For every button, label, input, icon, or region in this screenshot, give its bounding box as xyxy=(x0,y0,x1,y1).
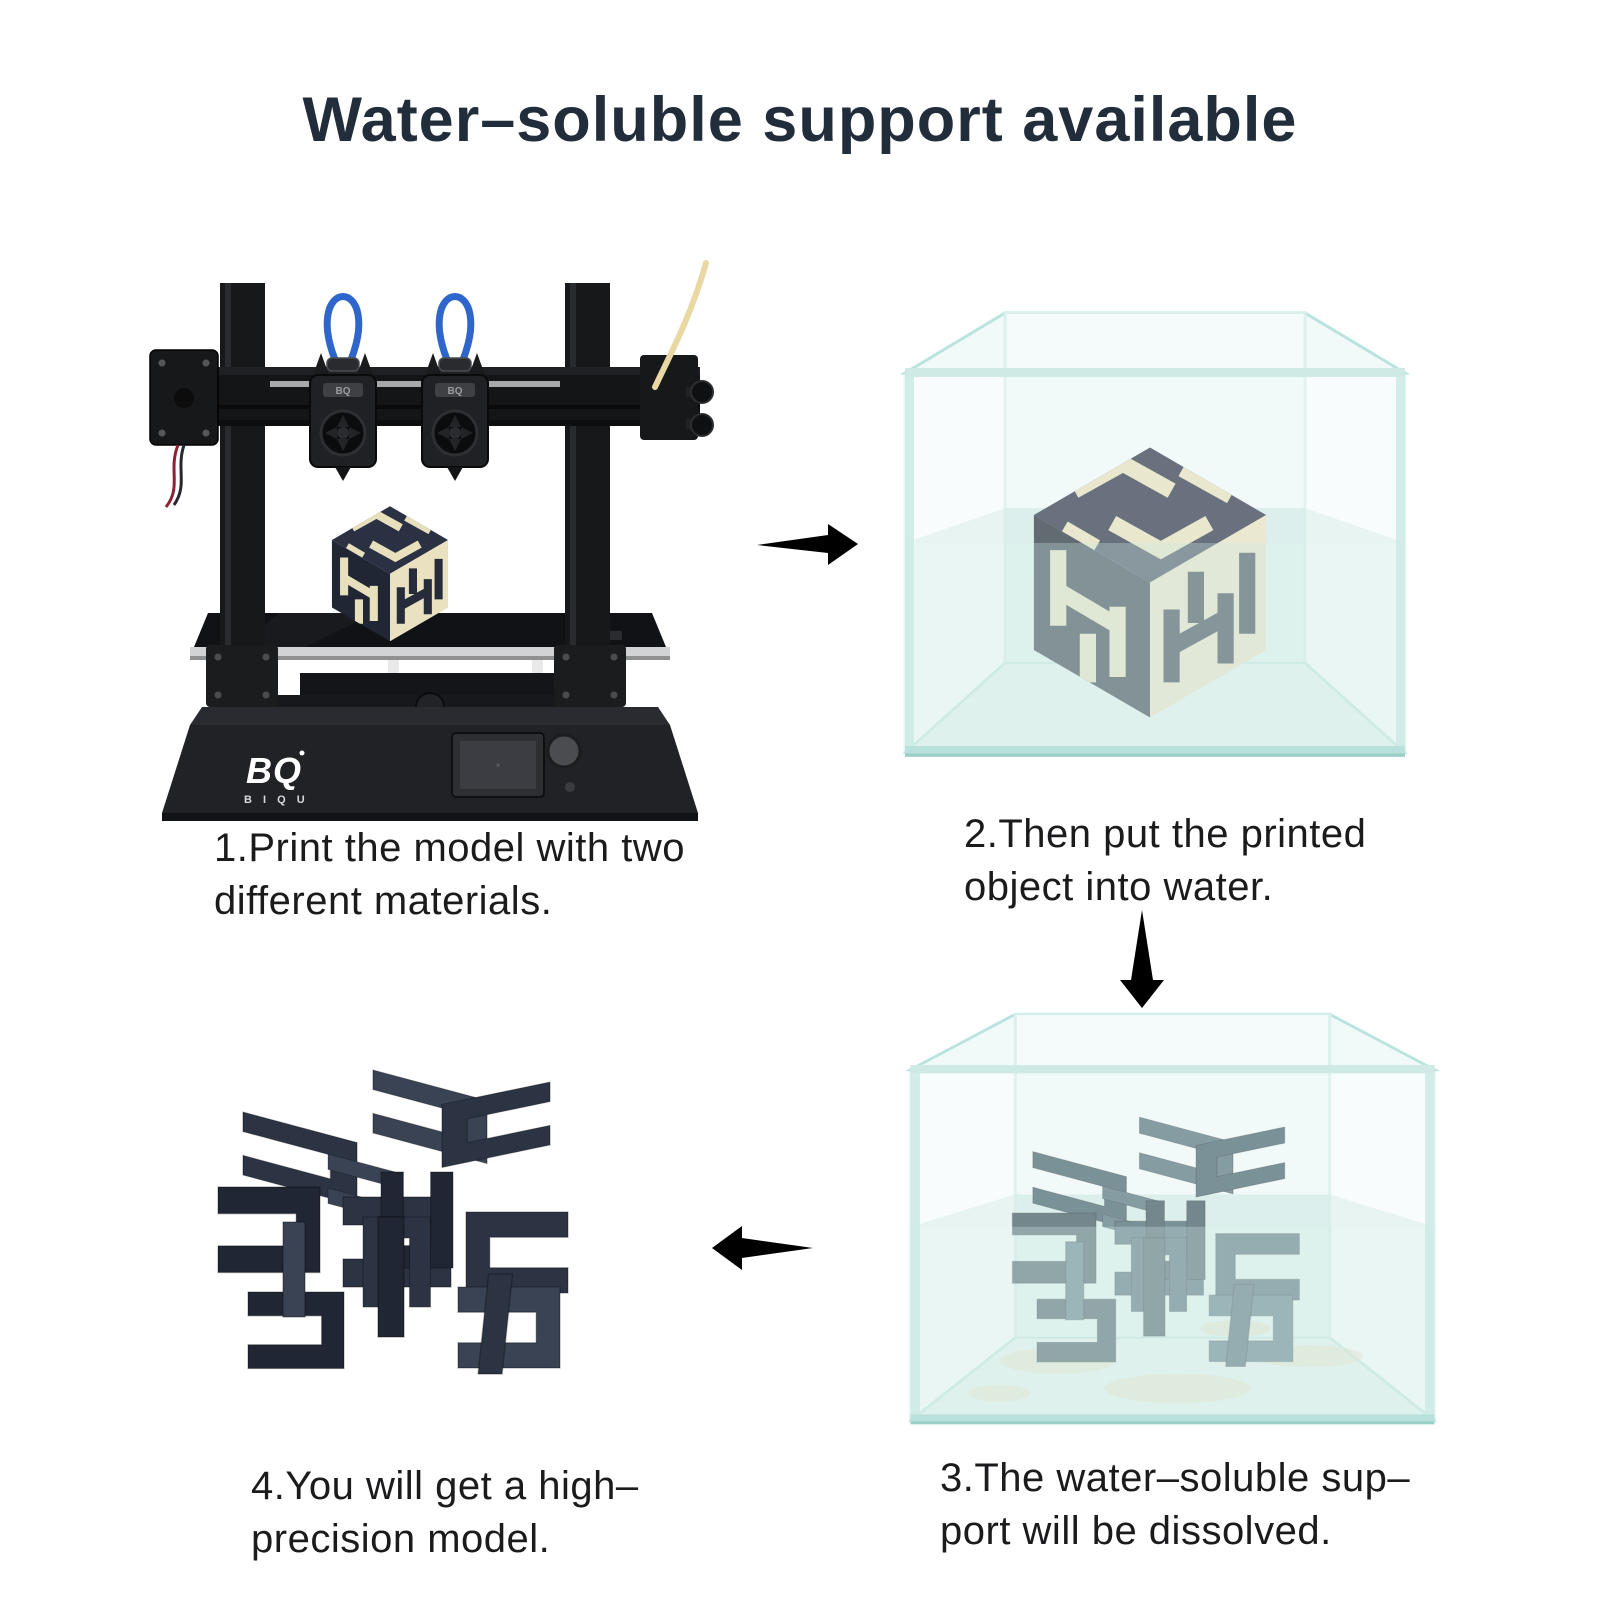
caption-line: 3.The water–soluble sup– xyxy=(940,1456,1411,1500)
arrow-left-step3-to-step4 xyxy=(712,1226,813,1270)
caption-line: precision model. xyxy=(251,1516,551,1561)
caption-line: 1.Print the model with two xyxy=(214,826,685,870)
arrow-down-step2-to-step3 xyxy=(1120,910,1164,1008)
caption-line: object into water. xyxy=(964,864,1274,909)
extruder-head-left: BQ xyxy=(309,353,377,481)
brand-logo-short: BQ xyxy=(246,750,302,791)
page-title: Water–soluble support available xyxy=(302,85,1298,155)
step-2-caption: 2.Then put the printed object into water… xyxy=(964,808,1366,914)
finished-maze-model xyxy=(218,1070,568,1374)
printer-frame-columns xyxy=(206,283,626,715)
belt-tensioner xyxy=(640,355,714,440)
filament-tube-left xyxy=(323,293,363,371)
caption-line: 4.You will get a high– xyxy=(251,1464,639,1508)
filament-strand-cream xyxy=(652,260,709,390)
caption-line: 2.Then put the printed xyxy=(964,812,1367,856)
extruder-head-right: BQ xyxy=(421,353,489,481)
brand-logo-full: B I Q U xyxy=(244,794,309,806)
caption-line: port will be dissolved. xyxy=(940,1508,1332,1553)
filament-tube-right xyxy=(435,293,475,371)
printer-illustration: BQ B I Q U xyxy=(149,260,714,821)
caption-line: different materials. xyxy=(214,878,553,923)
water-tank-step2-front xyxy=(903,366,1407,759)
step-1-caption: 1.Print the model with two different mat… xyxy=(214,822,685,928)
brand-logo: BQ B I Q U xyxy=(244,750,309,806)
step-3-caption: 3.The water–soluble sup– port will be di… xyxy=(940,1452,1410,1558)
printer-base: BQ B I Q U xyxy=(162,707,698,821)
arrow-right-step1-to-step2 xyxy=(757,524,858,565)
head-label-left: BQ xyxy=(336,386,351,397)
water-tank-step3-front xyxy=(908,1063,1437,1427)
step-4-caption: 4.You will get a high– precision model. xyxy=(251,1460,639,1566)
printer-control-knob xyxy=(546,733,582,769)
head-label-right: BQ xyxy=(448,386,463,397)
motor-wires xyxy=(164,444,180,508)
printer-touchscreen xyxy=(451,732,545,798)
